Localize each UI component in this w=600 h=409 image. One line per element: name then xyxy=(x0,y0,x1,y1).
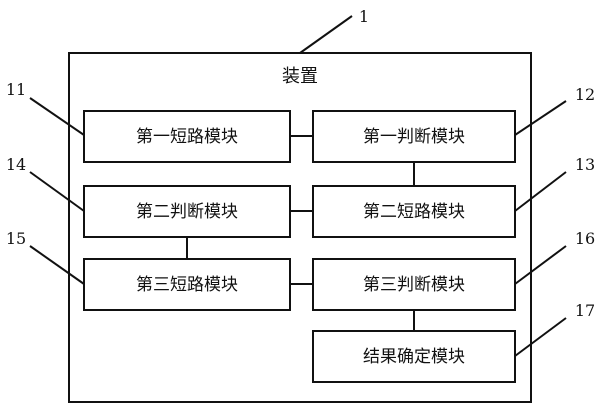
leader-line-1 xyxy=(299,15,353,54)
leader-line-17 xyxy=(514,317,567,357)
label-result-determination-module: 结果确定模块 xyxy=(363,347,465,367)
ref-numeral-14: 14 xyxy=(6,155,26,174)
label-third-short-circuit-module: 第三短路模块 xyxy=(136,275,238,295)
leader-line-13 xyxy=(514,171,567,212)
label-third-judge-module: 第三判断模块 xyxy=(363,275,465,295)
label-first-short-circuit-module: 第一短路模块 xyxy=(136,127,238,147)
ref-numeral-15: 15 xyxy=(6,229,26,248)
ref-numeral-1: 1 xyxy=(359,7,369,26)
label-second-judge-module: 第二判断模块 xyxy=(136,202,238,222)
ref-numeral-11: 11 xyxy=(6,80,26,99)
label-second-short-circuit-module: 第二短路模块 xyxy=(363,202,465,222)
device-title: 装置 xyxy=(282,66,318,87)
leader-line-12 xyxy=(514,100,567,136)
leader-line-14 xyxy=(29,171,85,212)
label-first-judge-module: 第一判断模块 xyxy=(363,127,465,147)
ref-numeral-16: 16 xyxy=(575,229,595,248)
ref-numeral-13: 13 xyxy=(575,155,595,174)
leader-line-15 xyxy=(29,245,85,285)
ref-numeral-17: 17 xyxy=(575,301,595,320)
ref-numeral-12: 12 xyxy=(575,85,595,104)
leader-line-11 xyxy=(29,97,85,136)
leader-line-16 xyxy=(514,245,567,285)
